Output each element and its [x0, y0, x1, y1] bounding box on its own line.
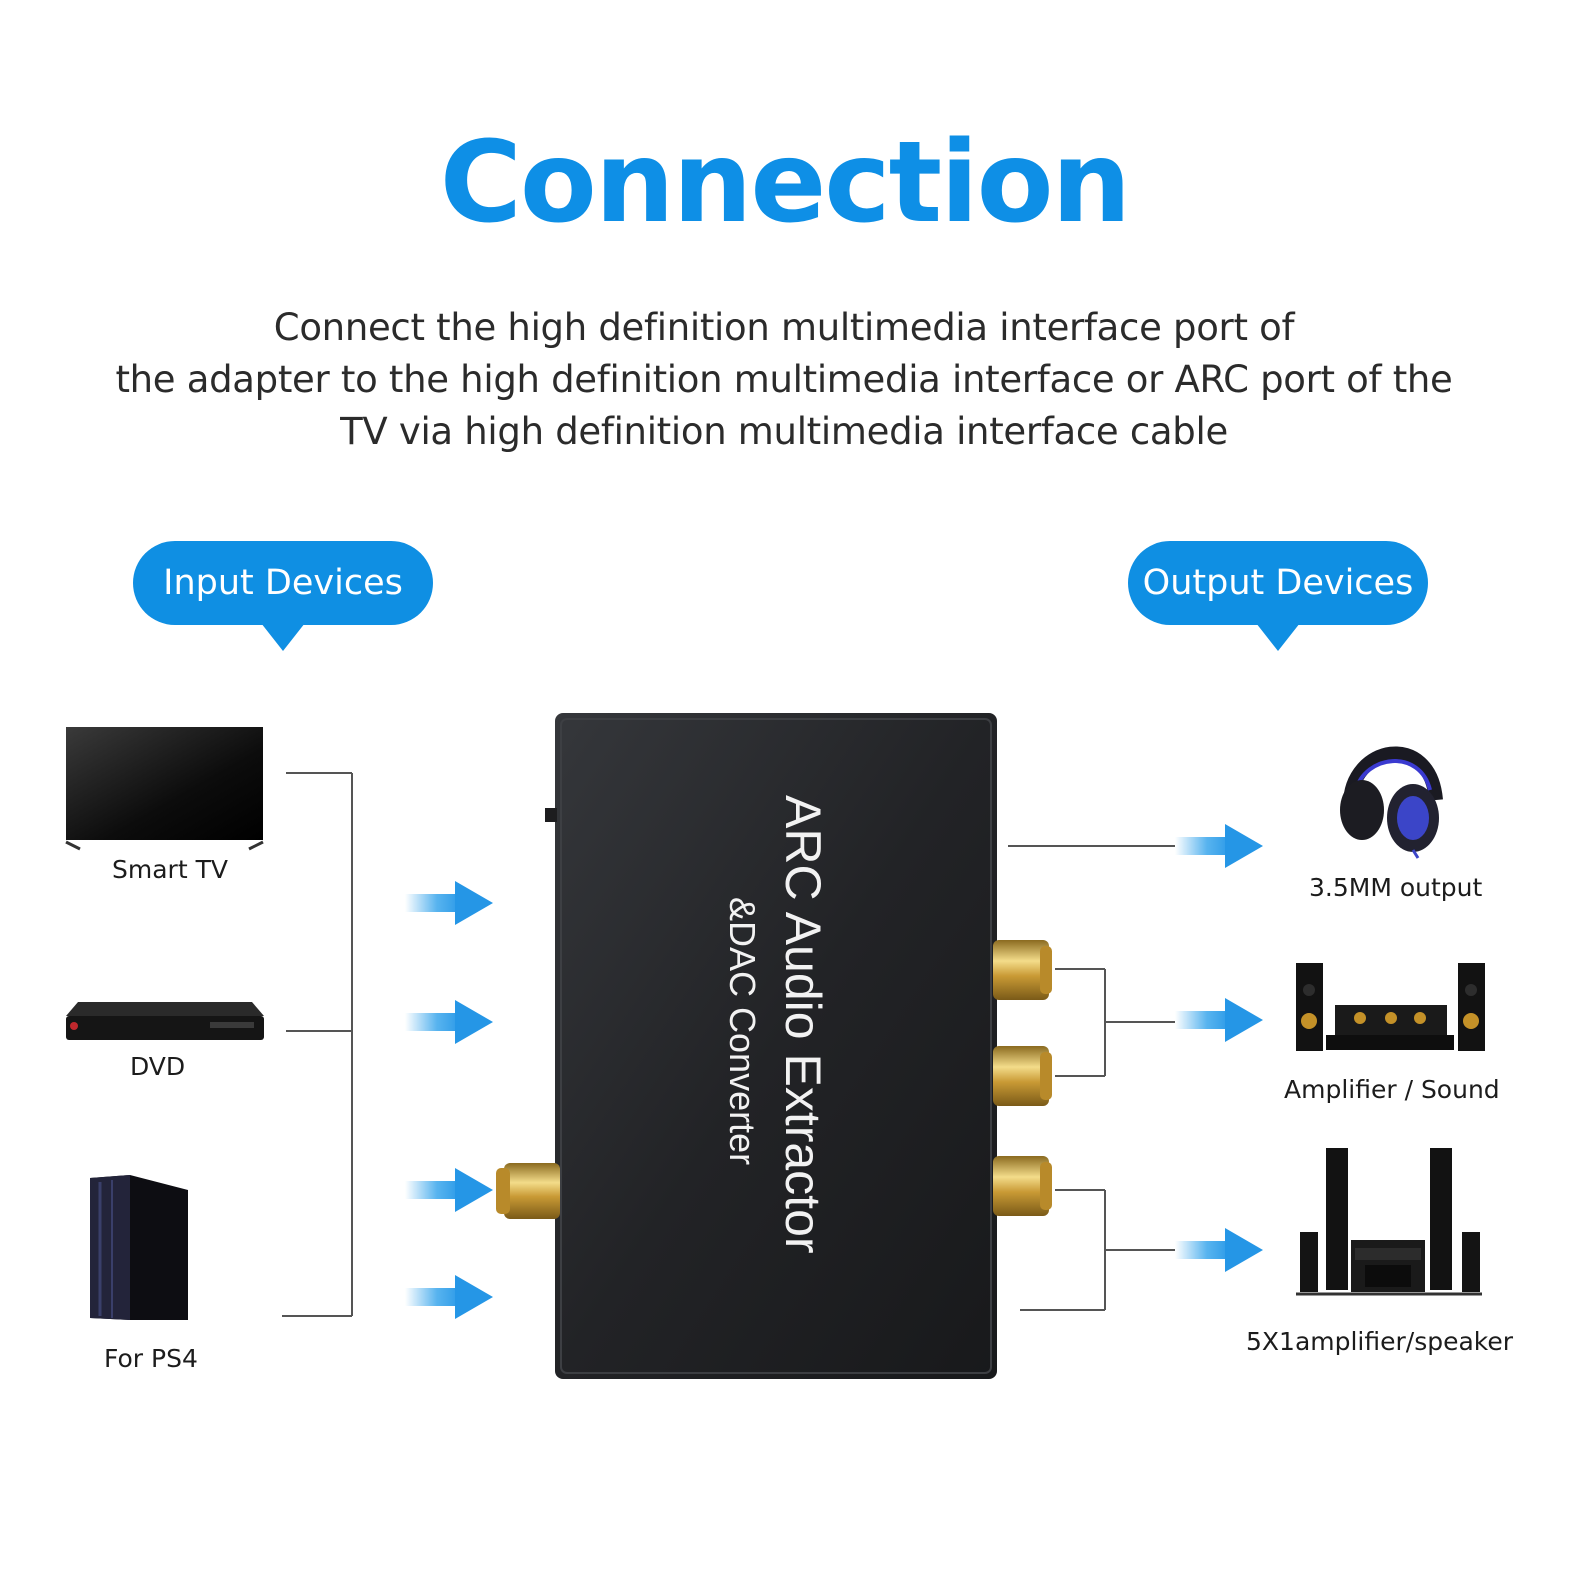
input-arrow [405, 1000, 493, 1044]
device-label-line1: ARC Audio Extractor [775, 795, 831, 1254]
dvd-player-icon [66, 1002, 264, 1040]
output-label-35mm: 3.5MM output [1309, 873, 1483, 902]
input-label-dvd: DVD [130, 1052, 186, 1081]
input-label-smart-tv: Smart TV [112, 855, 228, 884]
output-arrow [1175, 1228, 1263, 1272]
home-theater-icon [1296, 1148, 1482, 1296]
input-connector-lines [282, 772, 353, 1317]
description-line-1: Connect the high definition multimedia i… [273, 306, 1295, 349]
page-title: Connection [439, 118, 1132, 248]
output-arrows [1175, 824, 1263, 1272]
game-console-icon [90, 1175, 188, 1320]
input-arrows [405, 881, 493, 1319]
output-devices-header: Output Devices [1128, 541, 1428, 651]
output-label-amplifier: Amplifier / Sound [1284, 1075, 1500, 1104]
description-line-2: the adapter to the high definition multi… [115, 358, 1453, 401]
rca-output-jack [993, 1156, 1052, 1216]
input-devices-header: Input Devices [133, 541, 433, 651]
tv-icon [65, 727, 264, 851]
output-arrow [1175, 824, 1263, 868]
rca-output-jack [993, 940, 1052, 1000]
arc-extractor-device: ARC Audio Extractor &DAC Converter [496, 713, 1052, 1379]
input-arrow [405, 1168, 493, 1212]
rca-output-jack [993, 1046, 1052, 1106]
output-arrow [1175, 998, 1263, 1042]
sound-system-icon [1296, 963, 1485, 1051]
headphones-icon [1340, 746, 1443, 859]
input-label-ps4: For PS4 [104, 1344, 198, 1373]
description-line-3: TV via high definition multimedia interf… [340, 410, 1228, 453]
input-arrow [405, 881, 493, 925]
input-arrow [405, 1275, 493, 1319]
device-label-line2: &DAC Converter [722, 897, 763, 1165]
description: Connect the high definition multimedia i… [84, 302, 1484, 458]
optical-input-jack [496, 1163, 560, 1219]
output-connector-lines [1008, 845, 1175, 1311]
output-label-5x1: 5X1amplifier/speaker [1246, 1327, 1514, 1356]
